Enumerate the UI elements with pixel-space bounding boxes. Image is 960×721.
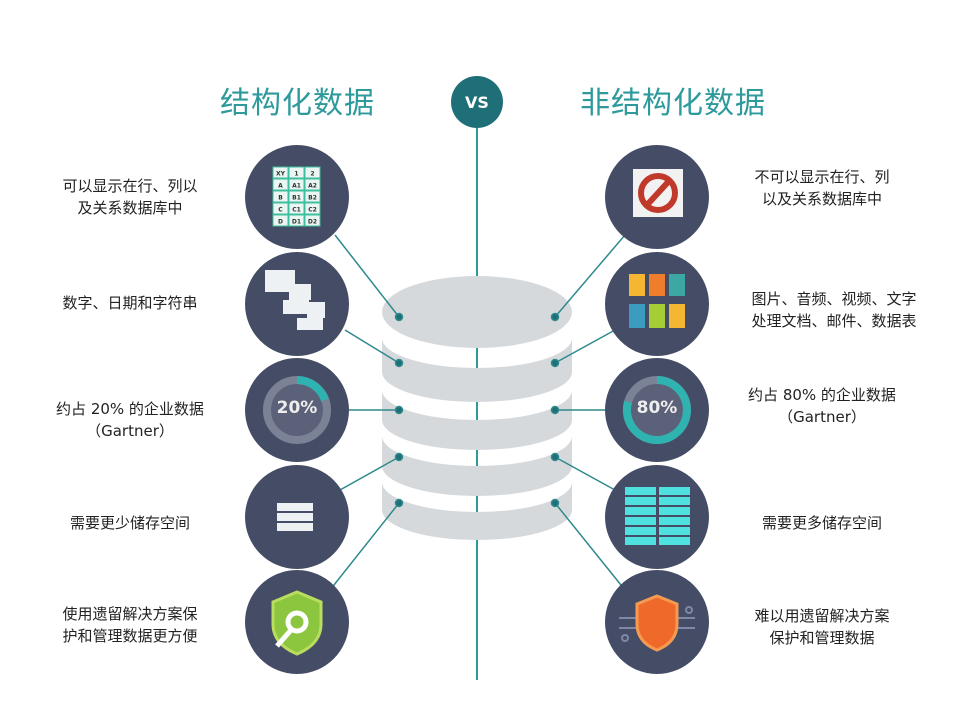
- table-cell: [272, 202, 289, 215]
- table-cell-text: C1: [292, 207, 301, 214]
- table-cell: [304, 178, 321, 191]
- shield-circuit-icon: [605, 570, 709, 674]
- table-cell-text: XY: [276, 171, 286, 178]
- server-unit: [625, 527, 656, 535]
- prohibited-table-icon: [605, 145, 709, 249]
- right-desc-3: 约占 80% 的企业数据 （Gartner）: [748, 386, 896, 426]
- unstructured-data-title: 非结构化数据: [580, 86, 766, 121]
- large-server-icon: [605, 465, 709, 569]
- structured-data-title: 结构化数据: [220, 86, 375, 121]
- table-cell: [304, 166, 321, 179]
- table-cell-text: D2: [308, 219, 317, 226]
- table-cell-text: D1: [292, 219, 301, 226]
- server-unit: [659, 507, 690, 515]
- left-desc-3: 约占 20% 的企业数据 （Gartner）: [56, 400, 204, 440]
- database-cylinder: [382, 276, 572, 540]
- table-cell: [304, 202, 321, 215]
- table-cell-text: A2: [308, 183, 317, 190]
- percent-ring-icon-20: 20%: [245, 358, 349, 462]
- table-cell-text: A: [278, 183, 283, 190]
- table-cell: [272, 178, 289, 191]
- right-desc-2: 图片、音频、视频、文字 处理文档、邮件、数据表: [751, 290, 917, 330]
- small-server-icon: [245, 465, 349, 569]
- right-desc-5: 难以用遗留解决方案 保护和管理数据: [754, 607, 890, 647]
- table-cell: [288, 178, 305, 191]
- server-unit: [659, 497, 690, 505]
- left-desc-1: 可以显示在行、列以 及关系数据库中: [62, 177, 198, 217]
- server-unit: [625, 497, 656, 505]
- table-cell: [272, 166, 289, 179]
- data-cards-icon: [245, 252, 349, 356]
- table-cell-text: 1: [294, 171, 298, 178]
- vs-badge: VS: [451, 76, 503, 128]
- right-desc-1: 不可以显示在行、列 以及关系数据库中: [754, 168, 890, 208]
- table-cell-text: C: [278, 207, 283, 214]
- table-cell: [272, 214, 289, 227]
- connectors: [329, 234, 626, 591]
- table-cell: [288, 190, 305, 203]
- table-cell: [272, 190, 289, 203]
- files-icon: [605, 252, 709, 356]
- server-unit: [659, 517, 690, 525]
- percent-label-20: 20%: [276, 398, 318, 418]
- left-desc-2: 数字、日期和字符串: [62, 294, 198, 312]
- shield-wrench-icon: [245, 570, 349, 674]
- server-unit: [625, 517, 656, 525]
- server-unit: [659, 537, 690, 545]
- table-cell: [304, 190, 321, 203]
- server-unit: [659, 527, 690, 535]
- percent-label-80: 80%: [636, 398, 678, 418]
- left-desc-5: 使用遗留解决方案保 护和管理数据更方便: [62, 605, 198, 645]
- table-cell: [288, 214, 305, 227]
- table-cell-text: B: [278, 195, 283, 202]
- table-cell-text: D: [278, 219, 283, 226]
- right-desc-4: 需要更多储存空间: [761, 514, 882, 532]
- table-cell-text: C2: [308, 207, 317, 214]
- server-unit: [625, 507, 656, 515]
- table-cell-text: B1: [292, 195, 301, 202]
- percent-ring-icon-80: 80%: [605, 358, 709, 462]
- table-cell: [288, 166, 305, 179]
- table-cell-text: 2: [310, 171, 314, 178]
- server-unit: [659, 487, 690, 495]
- table-cell: [288, 202, 305, 215]
- table-cell: [304, 214, 321, 227]
- server-unit: [625, 537, 656, 545]
- table-cell-text: B2: [308, 195, 317, 202]
- server-unit: [625, 487, 656, 495]
- table-cell-text: A1: [292, 183, 301, 190]
- left-desc-4: 需要更少储存空间: [69, 514, 190, 532]
